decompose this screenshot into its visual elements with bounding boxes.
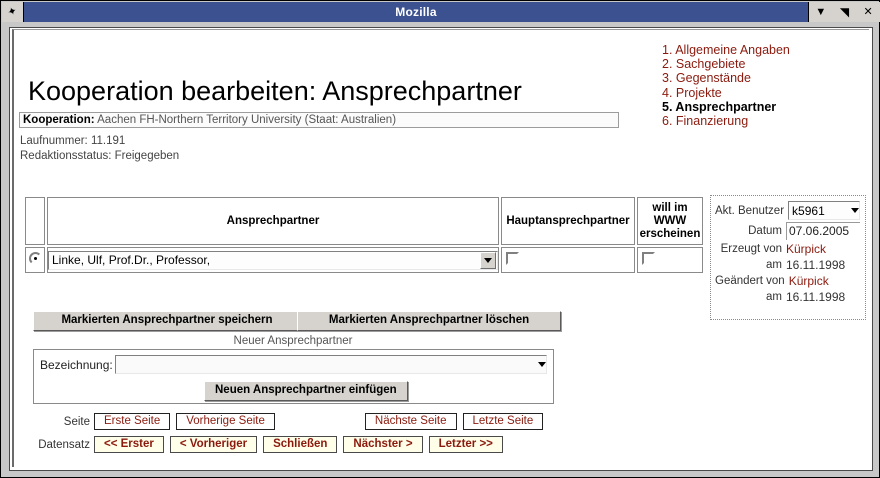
date-field[interactable]: 07.06.2005 (786, 222, 860, 240)
step-navigation: 1. Allgemeine Angaben 2. Sachgebiete 3. … (662, 43, 790, 128)
header-www-line3: erscheinen (639, 227, 701, 240)
pin-icon: ✦ (5, 4, 19, 19)
created-on-value: 16.11.1998 (786, 258, 846, 272)
kooperation-value: Aachen FH-Northern Territory University … (97, 114, 397, 126)
header-www-line1: will im (652, 201, 688, 214)
created-on-label: am (766, 259, 782, 271)
changed-by-row: Geändert von Kürpick (715, 274, 860, 288)
window-menu-button[interactable]: ✦ (2, 2, 24, 22)
current-user-row: Akt. Benutzer k5961 (715, 201, 860, 220)
person-select[interactable]: Linke, Ulf, Prof.Dr., Professor, (48, 250, 498, 270)
insert-new-contact-button[interactable]: Neuen Ansprechpartner einfügen (204, 381, 408, 401)
pager: Seite Erste Seite Vorherige Seite Nächst… (33, 411, 549, 457)
next-page-button[interactable]: Nächste Seite (364, 413, 457, 430)
chevron-down-icon[interactable] (480, 251, 496, 269)
record-info-panel: Akt. Benutzer k5961 Datum 07.06.2005 Erz… (710, 195, 866, 320)
last-record-button[interactable]: Letzter >> (428, 436, 503, 453)
ansprechpartner-table: Ansprechpartner Hauptansprechpartner wil… (23, 195, 705, 275)
table-header-row: Ansprechpartner Hauptansprechpartner wil… (25, 197, 703, 245)
date-label: Datum (748, 225, 782, 237)
new-contact-box: Bezeichnung: Neuen Ansprechpartner einfü… (33, 349, 554, 404)
table-row: Linke, Ulf, Prof.Dr., Professor, (25, 247, 703, 273)
minimize-icon[interactable]: ▼ (815, 5, 827, 18)
created-by-value: Kürpick (786, 242, 827, 256)
header-will-im-www-erscheinen: will im WWW erscheinen (637, 197, 703, 245)
maximize-icon[interactable]: ◥ (839, 5, 850, 19)
current-user-select[interactable]: k5961 (788, 201, 860, 220)
row-select-cell (25, 247, 45, 273)
header-www-line2: WWW (653, 214, 687, 227)
row-www-cell (637, 247, 703, 273)
nav-item-4[interactable]: 4. Projekte (662, 85, 722, 100)
person-select-value: Linke, Ulf, Prof.Dr., Professor, (52, 253, 211, 267)
current-user-value: k5961 (792, 203, 825, 218)
nav-item-3[interactable]: 3. Gegenstände (662, 71, 751, 86)
page-title: Kooperation bearbeiten: Ansprechpartner (28, 76, 522, 107)
record-nav-row: Datensatz << Erster < Vorheriger Schließ… (33, 434, 549, 455)
changed-on-value: 16.11.1998 (786, 290, 846, 304)
window-title: Mozilla (395, 5, 437, 19)
row-haupt-cell (501, 247, 635, 273)
header-ansprechpartner: Ansprechpartner (47, 197, 499, 245)
next-record-button[interactable]: Nächster > (343, 436, 423, 453)
will-im-www-erscheinen-checkbox[interactable] (642, 252, 655, 265)
nav-item-1[interactable]: 1. Allgemeine Angaben (662, 43, 790, 57)
date-row: Datum 07.06.2005 (715, 222, 860, 240)
bezeichnung-select[interactable] (114, 355, 547, 374)
page-nav-spacer (281, 413, 359, 430)
chevron-down-icon[interactable] (851, 208, 859, 213)
row-radio-button[interactable] (28, 252, 42, 265)
chevron-down-icon[interactable] (538, 362, 546, 367)
laufnummer-text: Laufnummer: 11.191 (20, 135, 126, 147)
close-button[interactable]: Schließen (263, 436, 338, 453)
previous-record-button[interactable]: < Vorheriger (169, 436, 258, 453)
kooperation-label: Kooperation: (23, 114, 95, 126)
record-nav-label: Datensatz (38, 438, 90, 451)
first-record-button[interactable]: << Erster (94, 436, 164, 453)
page-nav-row: Seite Erste Seite Vorherige Seite Nächst… (33, 411, 549, 432)
hauptansprechpartner-checkbox[interactable] (506, 252, 519, 265)
nav-item-5-current: 5. Ansprechpartner (662, 99, 777, 114)
header-hauptansprechpartner: Hauptansprechpartner (501, 197, 635, 245)
nav-item-2[interactable]: 2. Sachgebiete (662, 57, 746, 72)
window-controls: ▼ ◥ ✕ (808, 2, 880, 22)
title-bar: ✦ Mozilla ▼ ◥ ✕ (2, 2, 880, 22)
kooperation-bar: Kooperation: Aachen FH-Northern Territor… (19, 112, 619, 128)
page-content: Kooperation bearbeiten: Ansprechpartner … (12, 29, 869, 467)
delete-marked-contact-button[interactable]: Markierten Ansprechpartner löschen (297, 311, 561, 331)
record-meta: Laufnummer: 11.191 Redaktionsstatus: Fre… (20, 134, 179, 163)
nav-item-6[interactable]: 6. Finanzierung (662, 114, 749, 129)
bezeichnung-label: Bezeichnung: (40, 357, 113, 372)
changed-by-label: Geändert von (715, 275, 785, 287)
bezeichnung-row: Bezeichnung: (34, 350, 553, 374)
new-contact-section-label: Neuer Ansprechpartner (233, 335, 353, 347)
previous-page-button[interactable]: Vorherige Seite (176, 413, 275, 430)
current-user-label: Akt. Benutzer (715, 204, 785, 217)
first-page-button[interactable]: Erste Seite (94, 413, 171, 430)
created-on-row: am 16.11.1998 (715, 258, 860, 272)
row-person-cell: Linke, Ulf, Prof.Dr., Professor, (47, 247, 499, 273)
person-select-wrap: Linke, Ulf, Prof.Dr., Professor, (48, 250, 498, 270)
header-select (25, 197, 45, 245)
created-by-label: Erzeugt von (720, 243, 782, 255)
changed-by-value: Kürpick (788, 274, 829, 288)
redaktionsstatus-text: Redaktionsstatus: Freigegeben (20, 149, 180, 162)
last-page-button[interactable]: Letzte Seite (462, 413, 544, 430)
close-icon[interactable]: ✕ (863, 5, 873, 18)
changed-on-row: am 16.11.1998 (715, 290, 860, 304)
created-by-row: Erzeugt von Kürpick (715, 242, 860, 256)
page-nav-label: Seite (63, 415, 90, 428)
changed-on-label: am (766, 291, 782, 303)
save-marked-contact-button[interactable]: Markierten Ansprechpartner speichern (33, 311, 301, 331)
